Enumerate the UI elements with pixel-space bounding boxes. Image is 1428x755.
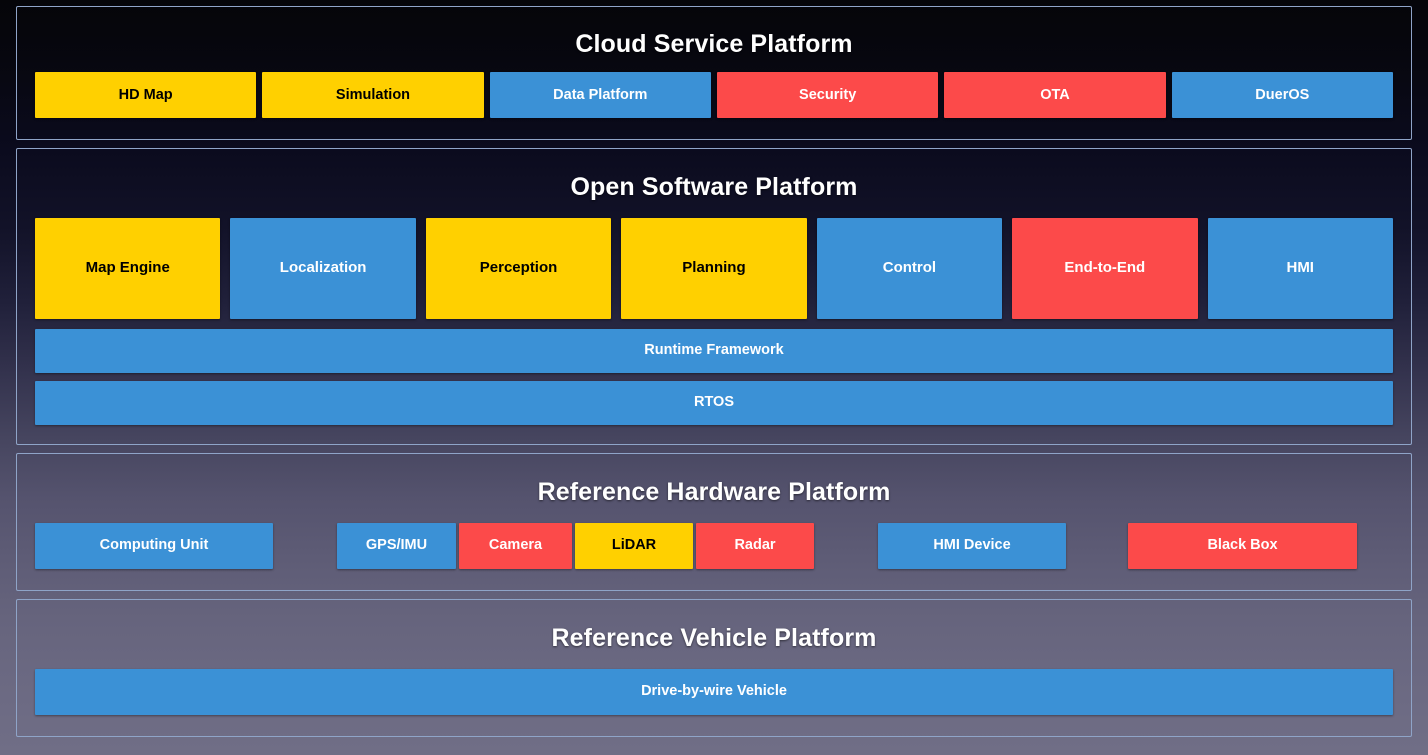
hardware-item-computing-unit[interactable]: Computing Unit xyxy=(35,522,273,569)
hardware-item-radar[interactable]: Radar xyxy=(696,522,814,569)
layer-cloud-service-platform: Cloud Service Platform HD Map Simulation… xyxy=(16,6,1412,140)
layer-reference-vehicle-platform: Reference Vehicle Platform Drive-by-wire… xyxy=(16,599,1412,737)
cloud-item-data-platform[interactable]: Data Platform xyxy=(489,72,711,118)
hardware-items-row: Computing Unit GPS/IMU Camera LiDAR Rada… xyxy=(35,522,1393,569)
layer-reference-hardware-platform: Reference Hardware Platform Computing Un… xyxy=(16,453,1412,591)
hardware-spacer-3 xyxy=(1066,523,1128,569)
cloud-item-ota[interactable]: OTA xyxy=(944,72,1166,118)
page-title-open-software-platform: Open Software Platform xyxy=(570,172,858,201)
hardware-item-gps-imu[interactable]: GPS/IMU xyxy=(337,522,456,569)
cloud-item-dueros[interactable]: DuerOS xyxy=(1171,72,1393,118)
software-module-localization[interactable]: Localization xyxy=(230,217,416,319)
software-bar-rtos[interactable]: RTOS xyxy=(35,380,1393,425)
hardware-item-hmi-device[interactable]: HMI Device xyxy=(878,522,1066,569)
software-module-perception[interactable]: Perception xyxy=(425,217,612,319)
page-title-cloud-service-platform: Cloud Service Platform xyxy=(575,30,853,58)
software-module-end-to-end[interactable]: End-to-End xyxy=(1012,217,1198,319)
hardware-spacer-2 xyxy=(814,523,878,569)
software-modules-row: Map Engine Localization Perception Plann… xyxy=(35,217,1393,319)
hardware-sensor-cluster: GPS/IMU Camera LiDAR Radar xyxy=(337,522,814,569)
software-bar-runtime-framework[interactable]: Runtime Framework xyxy=(35,328,1393,373)
hardware-item-black-box[interactable]: Black Box xyxy=(1128,522,1357,569)
hardware-spacer-1 xyxy=(273,523,337,569)
software-module-control[interactable]: Control xyxy=(816,217,1003,319)
software-module-hmi[interactable]: HMI xyxy=(1207,217,1393,319)
software-module-planning[interactable]: Planning xyxy=(621,217,807,319)
page-title-reference-hardware-platform: Reference Hardware Platform xyxy=(537,477,891,506)
hardware-item-camera[interactable]: Camera xyxy=(459,522,572,569)
hardware-item-lidar[interactable]: LiDAR xyxy=(575,522,693,569)
vehicle-item-drive-by-wire-vehicle[interactable]: Drive-by-wire Vehicle xyxy=(35,668,1393,715)
software-module-map-engine[interactable]: Map Engine xyxy=(35,217,221,319)
cloud-item-simulation[interactable]: Simulation xyxy=(262,72,484,118)
cloud-item-security[interactable]: Security xyxy=(716,72,939,118)
page-title-reference-vehicle-platform: Reference Vehicle Platform xyxy=(551,623,877,652)
layer-open-software-platform: Open Software Platform Map Engine Locali… xyxy=(16,148,1412,445)
cloud-item-hd-map[interactable]: HD Map xyxy=(35,72,257,118)
cloud-service-items-row: HD Map Simulation Data Platform Security… xyxy=(35,72,1393,118)
